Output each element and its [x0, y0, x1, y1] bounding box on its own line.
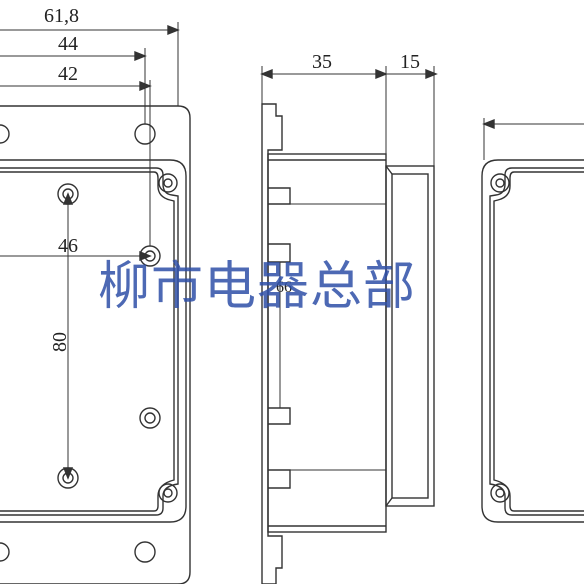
side-rib-4: [268, 469, 291, 489]
lid-screw-bottom-inner: [495, 488, 505, 498]
side-lid: [385, 165, 435, 507]
lid-inner-rim-2: [493, 171, 584, 512]
dim-35-arrow-right: [375, 68, 388, 80]
corner-screw-bottom-inner: [163, 488, 173, 498]
lid-view: [481, 118, 584, 523]
front-body-inner-rim: [0, 167, 179, 516]
label-66: 66: [276, 279, 292, 296]
flange-hole-top-left: [0, 124, 10, 144]
side-lid-bottom-ridge: [385, 497, 393, 507]
side-rib-3: [268, 407, 291, 425]
side-flange: [261, 103, 283, 584]
front-body-inner-rim-2: [0, 171, 175, 512]
flange-hole-bottom-left: [0, 542, 10, 562]
boss-low-outer: [139, 407, 161, 429]
watermark-text: 柳市电器总部: [98, 257, 417, 317]
dim-42-arrow: [139, 80, 152, 92]
label-42: 42: [58, 63, 78, 85]
label-35: 35: [312, 51, 332, 73]
corner-screw-bottom-outer: [158, 483, 178, 503]
lid-outline: [481, 159, 584, 523]
label-80: 80: [49, 332, 71, 352]
label-46: 46: [58, 235, 78, 257]
dim-35-arrow-left: [260, 68, 273, 80]
lid-inner-rim: [489, 167, 584, 516]
dim-80-arrow-top: [62, 192, 74, 205]
corner-screw-top-inner: [163, 178, 173, 188]
side-lid-top-ridge: [385, 165, 393, 175]
corner-screw-top-outer: [158, 173, 178, 193]
dim-46-arrow: [139, 250, 152, 262]
label-61-8: 61,8: [44, 5, 79, 27]
dim-lid-width-arrow: [482, 118, 495, 130]
label-44: 44: [58, 33, 78, 55]
lid-screw-bottom-outer: [490, 483, 510, 503]
side-rib-2: [268, 243, 291, 263]
flange-hole-bottom-right: [134, 541, 156, 563]
flange-hole-top-right: [134, 123, 156, 145]
dim-80-arrow-bottom: [62, 467, 74, 480]
dim-44-arrow: [134, 50, 147, 62]
dim-15-arrow-right: [425, 68, 438, 80]
side-body: [267, 153, 387, 533]
side-view: [260, 66, 438, 584]
boss-low-inner: [144, 412, 156, 424]
side-rib-1: [268, 187, 291, 205]
front-view: [0, 22, 191, 584]
lid-screw-top-inner: [495, 178, 505, 188]
lid-screw-top-outer: [490, 173, 510, 193]
side-lid-inner: [391, 173, 429, 499]
front-body-outline: [0, 159, 187, 523]
dim-618-arrow: [167, 24, 180, 36]
front-flange-outline: [0, 105, 191, 584]
label-15: 15: [400, 51, 420, 73]
